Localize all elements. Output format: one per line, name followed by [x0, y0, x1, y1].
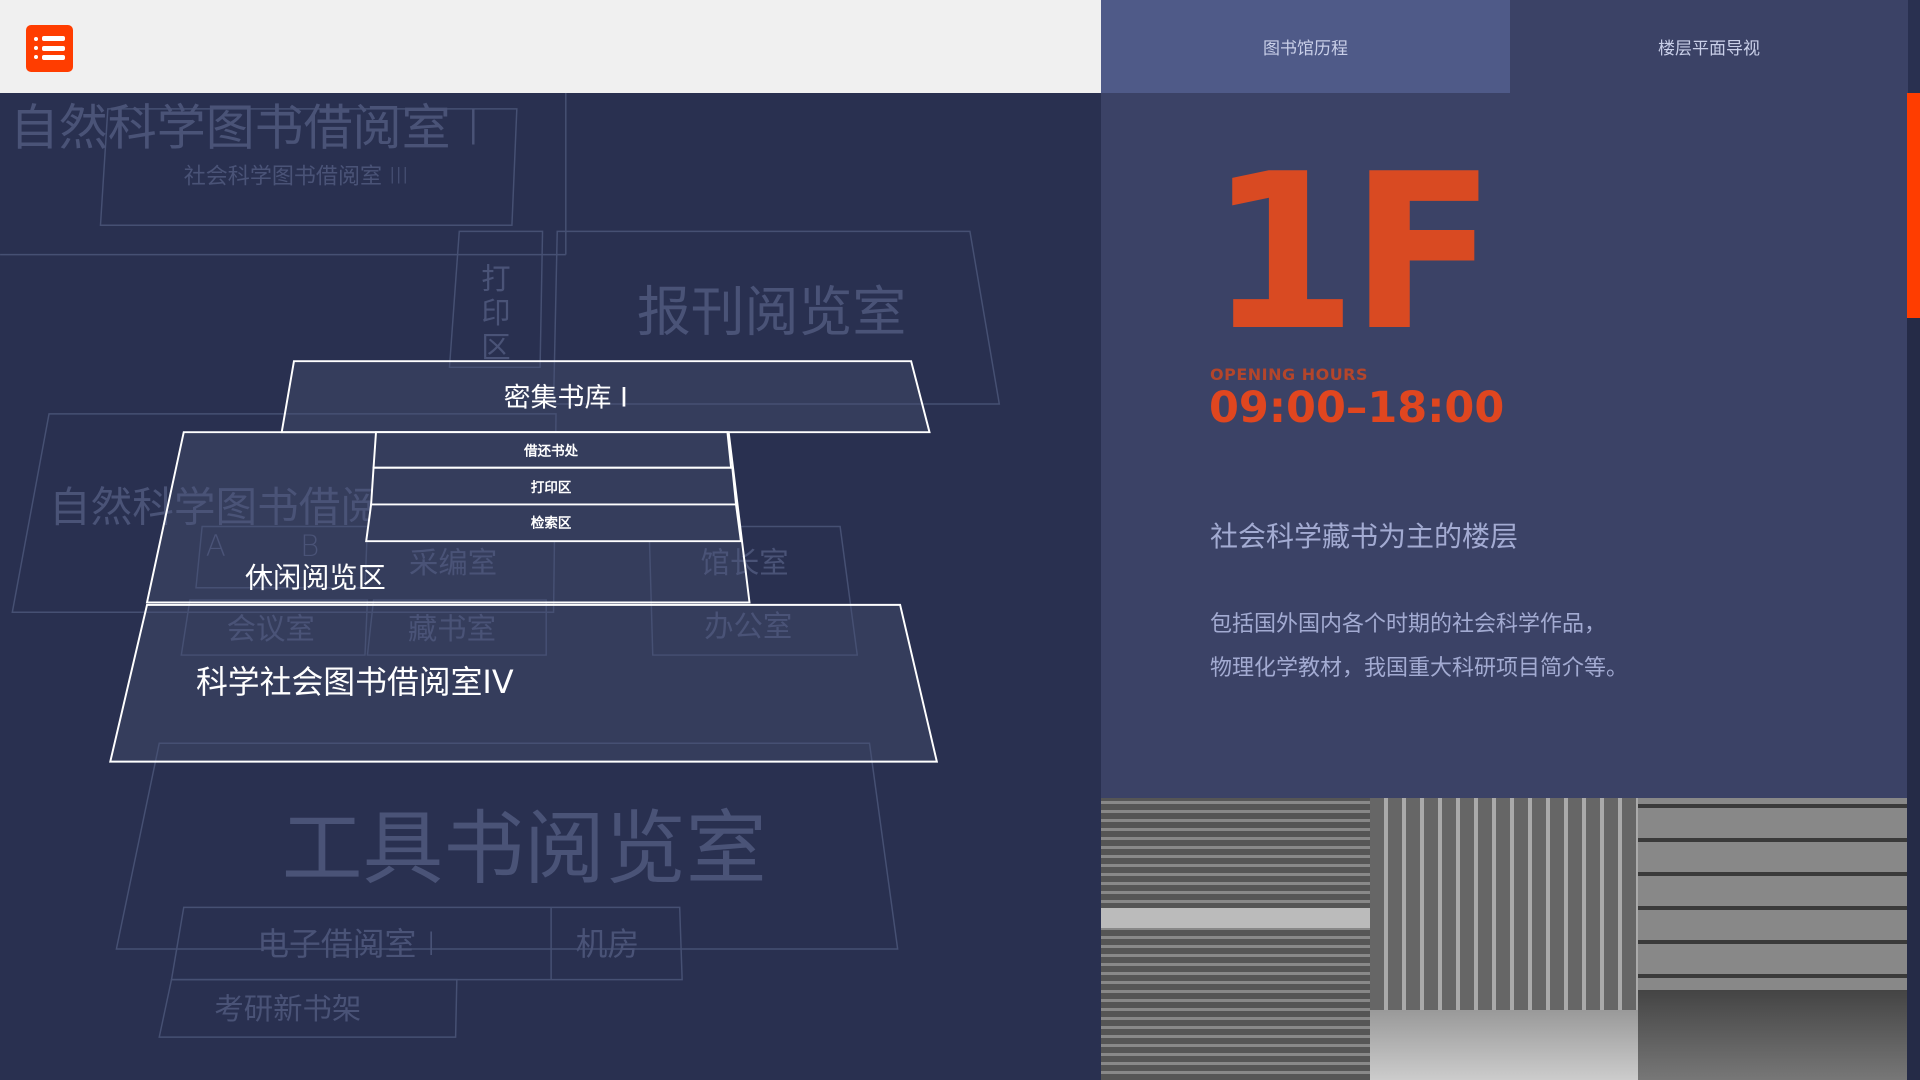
floor-subtitle: 社会科学藏书为主的楼层	[1210, 520, 1519, 553]
scrollbar-thumb[interactable]	[1907, 93, 1920, 318]
tab-floor-guide[interactable]: 楼层平面导视	[1510, 0, 1908, 93]
room-label: 打印区	[531, 479, 572, 496]
room-label: 休闲阅览区	[245, 562, 386, 595]
scrollbar[interactable]	[1907, 93, 1920, 1080]
room-label: 考研新书架	[214, 992, 361, 1026]
room-lending-desk[interactable]: 借还书处	[372, 431, 733, 469]
room-label: 印	[481, 296, 510, 330]
room-natural-science-1[interactable]: 自然科学图书借阅室 I 社会科学图书借阅室 III	[10, 99, 518, 226]
room-label: 科学社会图书借阅室IV	[196, 663, 514, 701]
room-label: 检索区	[531, 515, 572, 532]
room-social-science-4[interactable]: 科学社会图书借阅室IV	[109, 603, 939, 763]
menu-button[interactable]	[26, 25, 73, 72]
room-label: 密集书库 I	[504, 382, 628, 413]
floor-number: 1F	[1208, 127, 1496, 378]
room-label: 会议室	[227, 612, 315, 646]
room-label: 区	[481, 331, 510, 365]
photo-stacks	[1369, 798, 1639, 1080]
room-label: 工具书阅览室	[282, 803, 767, 897]
room-search-area[interactable]: 检索区	[365, 503, 743, 543]
description-line: 物理化学教材，我国重大科研项目简介等。	[1210, 656, 1629, 681]
photo-atrium	[1101, 798, 1370, 1080]
room-label: B	[300, 529, 319, 563]
room-label: 报刊阅览室	[637, 281, 906, 344]
photo-bookshelves	[1638, 798, 1908, 1080]
room-print-area-upper[interactable]: 打 印 区	[448, 230, 544, 369]
tab-library-history[interactable]: 图书馆历程	[1101, 0, 1510, 93]
room-leisure-reading[interactable]: 休闲阅览区	[145, 431, 751, 604]
floor-description: 包括国外国内各个时期的社会科学作品， 物理化学教材，我国重大科研项目简介等。	[1210, 603, 1628, 691]
active-room-fills	[110, 361, 937, 762]
opening-hours: 09:00–18:00	[1209, 383, 1505, 433]
room-label: 藏书室	[408, 612, 496, 646]
top-bar	[0, 0, 1101, 93]
room-label: 电子借阅室 I	[257, 925, 436, 963]
photo-strip	[1101, 798, 1908, 1080]
room-label: 打	[481, 262, 510, 296]
room-label: A	[206, 529, 226, 563]
room-label: 借还书处	[523, 442, 578, 459]
description-line: 包括国外国内各个时期的社会科学作品，	[1210, 612, 1607, 637]
room-print-area[interactable]: 打印区	[370, 466, 738, 506]
room-label: 办公室	[704, 610, 792, 644]
room-label: 社会科学图书借阅室 III	[184, 165, 409, 190]
room-dense-stacks[interactable]: 密集书库 I	[280, 360, 931, 434]
opening-hours-label: OPENING HOURS	[1210, 365, 1369, 384]
room-label: 采编室	[409, 546, 497, 580]
room-label: 自然科学图书借阅室 I	[10, 99, 481, 156]
room-periodicals[interactable]: 报刊阅览室	[552, 230, 1001, 405]
room-label: 机房	[576, 925, 640, 963]
room-reference[interactable]: 工具书阅览室	[115, 742, 899, 950]
floor-info-panel: 1F OPENING HOURS 09:00–18:00 社会科学藏书为主的楼层…	[1101, 93, 1907, 798]
floor-plan-map: 自然科学图书借阅室 I 社会科学图书借阅室 III 打 印 区 报刊阅览室 自然…	[0, 93, 1001, 1038]
